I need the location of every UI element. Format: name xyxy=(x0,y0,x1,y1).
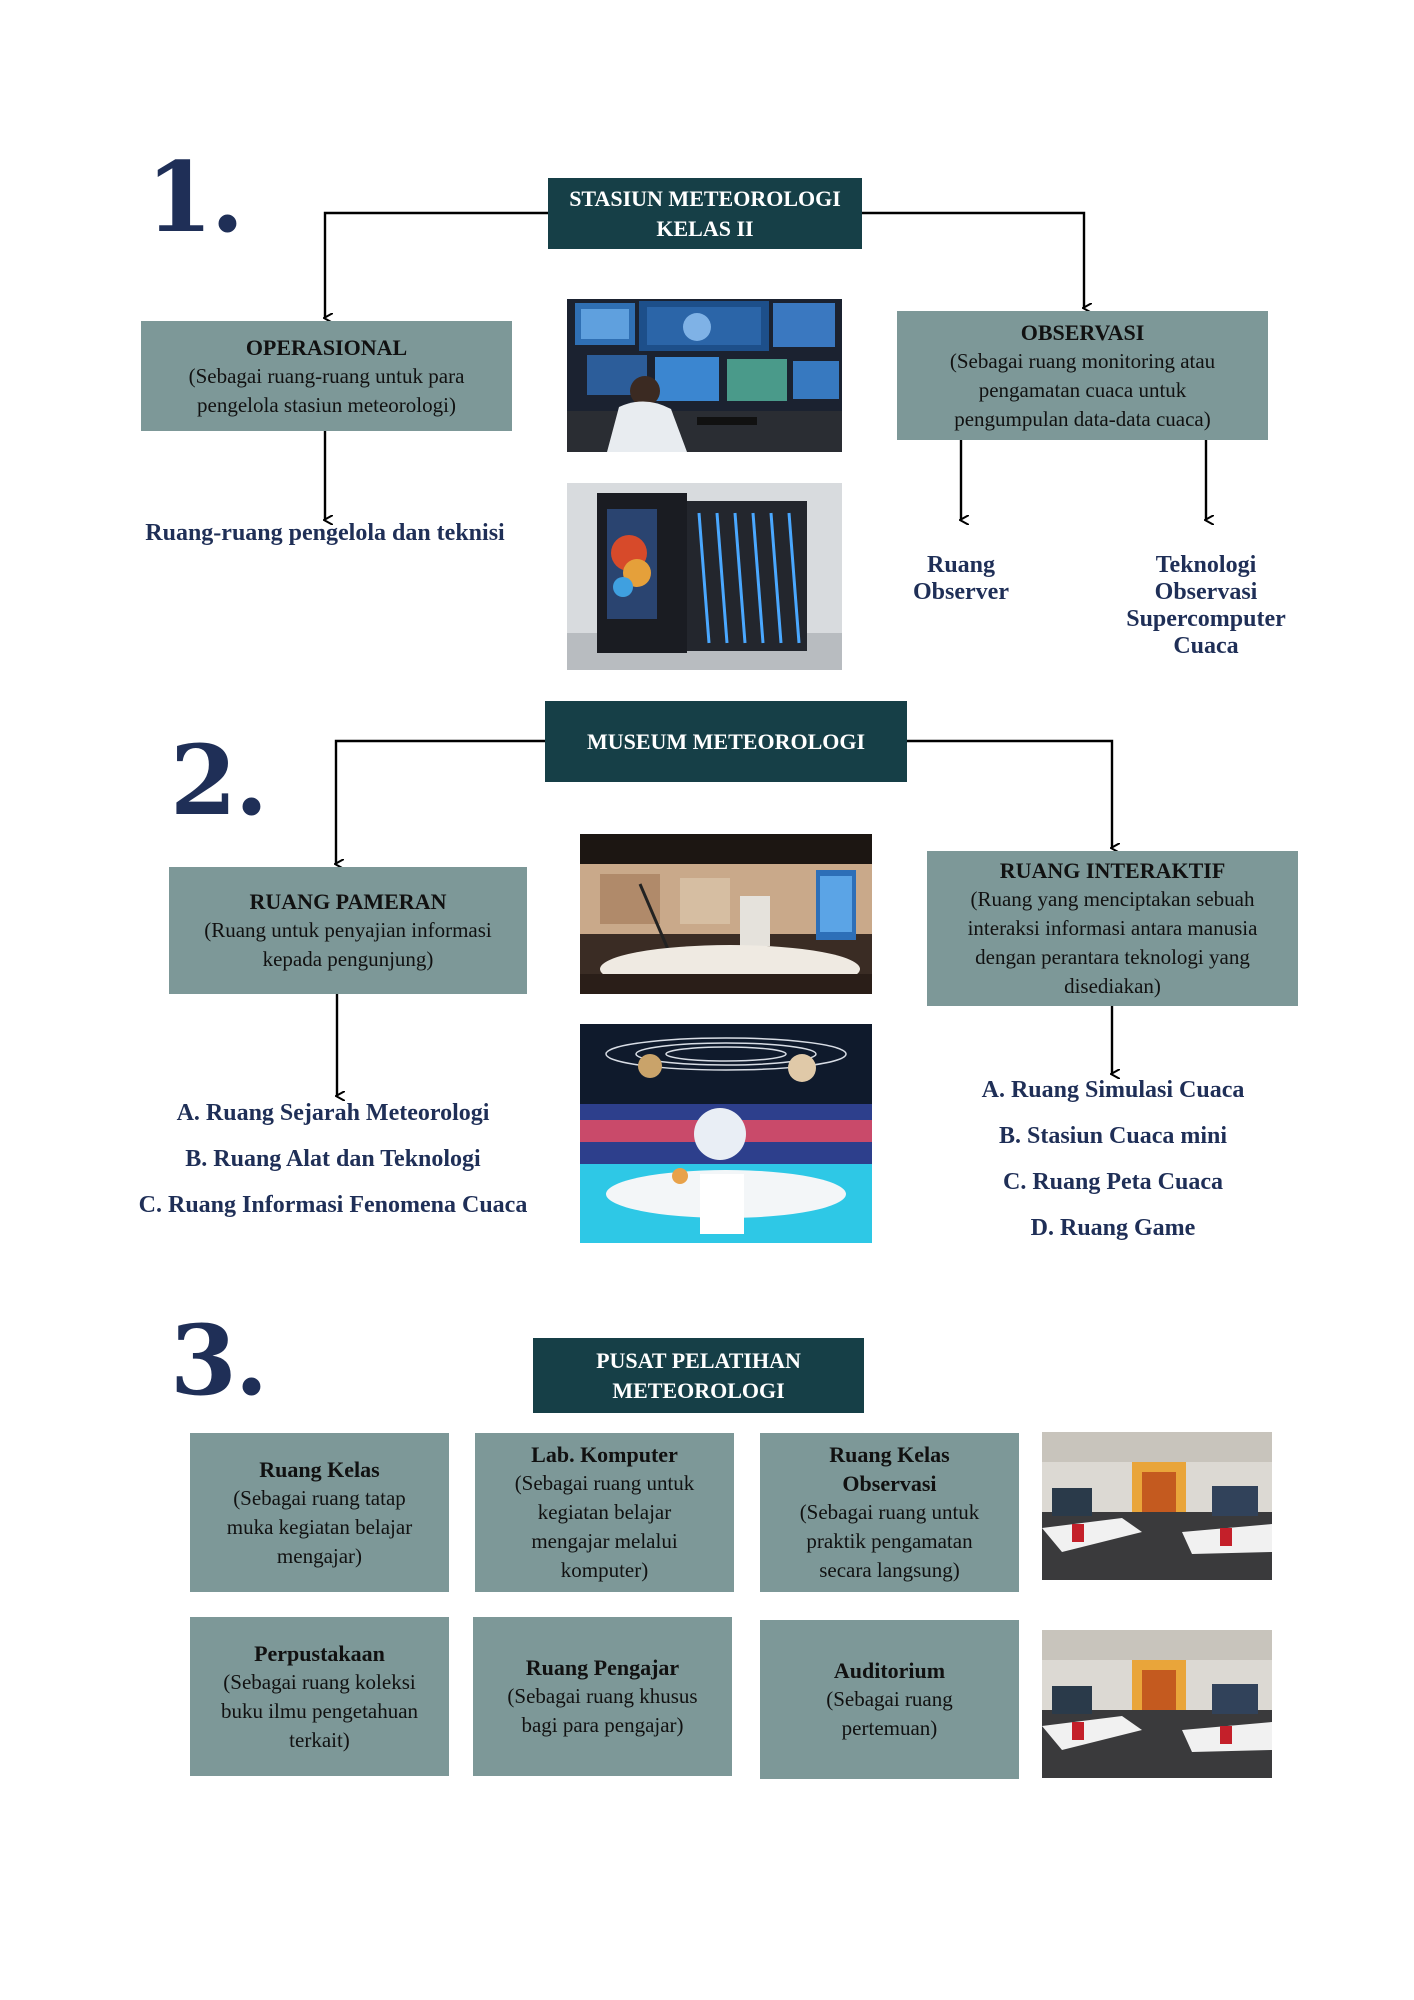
section-title-text: MUSEUM METEOROLOGI xyxy=(586,728,866,754)
label-teknologi-observasi: Teknologi Observasi Supercomputer Cuaca xyxy=(1126,552,1286,659)
supercomputer-photo xyxy=(567,483,842,670)
box-ruang-pengajar: Ruang Pengajar (Sebagai ruang khusus bag… xyxy=(473,1617,732,1776)
box-title: RUANG PAMERAN xyxy=(249,889,447,914)
section-title-museum: MUSEUM METEOROLOGI xyxy=(545,701,907,782)
box-title: Auditorium xyxy=(833,1658,946,1683)
box-perpustakaan: Perpustakaan (Sebagai ruang koleksi buku… xyxy=(190,1617,449,1776)
box-title: Perpustakaan xyxy=(254,1640,385,1666)
label-ruang-observer: Ruang Observer xyxy=(913,552,1009,605)
list-item: D. Ruang Game xyxy=(1030,1215,1196,1241)
box-description: (Sebagai ruang-ruang untuk para pengelol… xyxy=(188,363,465,417)
section-number-1: 1. xyxy=(146,141,244,254)
box-description: (Ruang yang menciptakan sebuah interaksi… xyxy=(967,887,1258,998)
list-item: B. Stasiun Cuaca mini xyxy=(998,1123,1228,1149)
box-description: (Sebagai ruang pertemuan) xyxy=(826,1687,953,1740)
section-title-text: STASIUN METEOROLOGI KELAS II xyxy=(569,185,841,241)
computer-lab-photo xyxy=(1042,1630,1272,1778)
planetarium-exhibit-photo xyxy=(580,1024,872,1243)
box-title: Ruang Pengajar xyxy=(525,1655,680,1680)
box-ruang-interaktif: RUANG INTERAKTIF (Ruang yang menciptakan… xyxy=(927,851,1298,1006)
weather-control-room-photo xyxy=(567,299,842,452)
box-description: (Sebagai ruang monitoring atau pengamata… xyxy=(949,348,1216,431)
section-title-text: PUSAT PELATIHAN METEOROLOGI xyxy=(596,1347,801,1403)
box-title: OBSERVASI xyxy=(1020,319,1145,345)
list-item: C. Ruang Peta Cuaca xyxy=(1003,1169,1223,1195)
list-item: A. Ruang Simulasi Cuaca xyxy=(981,1077,1245,1103)
museum-exhibit-photo xyxy=(580,834,872,994)
list-item: A. Ruang Sejarah Meteorologi xyxy=(176,1100,490,1126)
box-title: RUANG INTERAKTIF xyxy=(999,858,1226,883)
list-item: B. Ruang Alat dan Teknologi xyxy=(185,1146,481,1172)
box-operasional: OPERASIONAL (Sebagai ruang-ruang untuk p… xyxy=(141,321,512,431)
box-description: (Sebagai ruang untuk praktik pengamatan … xyxy=(799,1500,980,1582)
box-title: OPERASIONAL xyxy=(245,334,408,360)
box-ruang-kelas-observasi: Ruang Kelas Observasi (Sebagai ruang unt… xyxy=(760,1433,1019,1592)
box-ruang-kelas: Ruang Kelas (Sebagai ruang tatap muka ke… xyxy=(190,1433,449,1592)
box-title: Ruang Kelas xyxy=(259,1456,380,1482)
box-title: Lab. Komputer xyxy=(531,1442,678,1467)
box-observasi: OBSERVASI (Sebagai ruang monitoring atau… xyxy=(897,311,1268,440)
list-ruang-interaktif: A. Ruang Simulasi Cuaca B. Stasiun Cuaca… xyxy=(928,1067,1298,1251)
list-item: C. Ruang Informasi Fenomena Cuaca xyxy=(138,1192,528,1218)
label-ruang-pengelola: Ruang-ruang pengelola dan teknisi xyxy=(145,520,505,546)
box-description: (Sebagai ruang untuk kegiatan belajar me… xyxy=(514,1471,695,1582)
box-description: (Sebagai ruang tatap muka kegiatan belaj… xyxy=(226,1485,413,1568)
box-lab-komputer: Lab. Komputer (Sebagai ruang untuk kegia… xyxy=(475,1433,734,1592)
section-number-2: 2. xyxy=(170,724,268,837)
box-auditorium: Auditorium (Sebagai ruang pertemuan) xyxy=(760,1620,1019,1779)
section-title-stasiun: STASIUN METEOROLOGI KELAS II xyxy=(548,178,862,249)
box-description: (Ruang untuk penyajian informasi kepada … xyxy=(204,918,492,971)
section-title-pusat-pelatihan: PUSAT PELATIHAN METEOROLOGI xyxy=(533,1338,864,1413)
box-title: Ruang Kelas Observasi xyxy=(829,1442,950,1496)
box-description: (Sebagai ruang koleksi buku ilmu pengeta… xyxy=(220,1669,419,1752)
box-ruang-pameran: RUANG PAMERAN (Ruang untuk penyajian inf… xyxy=(169,867,527,994)
list-ruang-pameran: A. Ruang Sejarah Meteorologi B. Ruang Al… xyxy=(100,1090,566,1228)
section-number-3: 3. xyxy=(170,1304,268,1417)
box-description: (Sebagai ruang khusus bagi para pengajar… xyxy=(507,1684,698,1737)
computer-lab-photo xyxy=(1042,1432,1272,1580)
